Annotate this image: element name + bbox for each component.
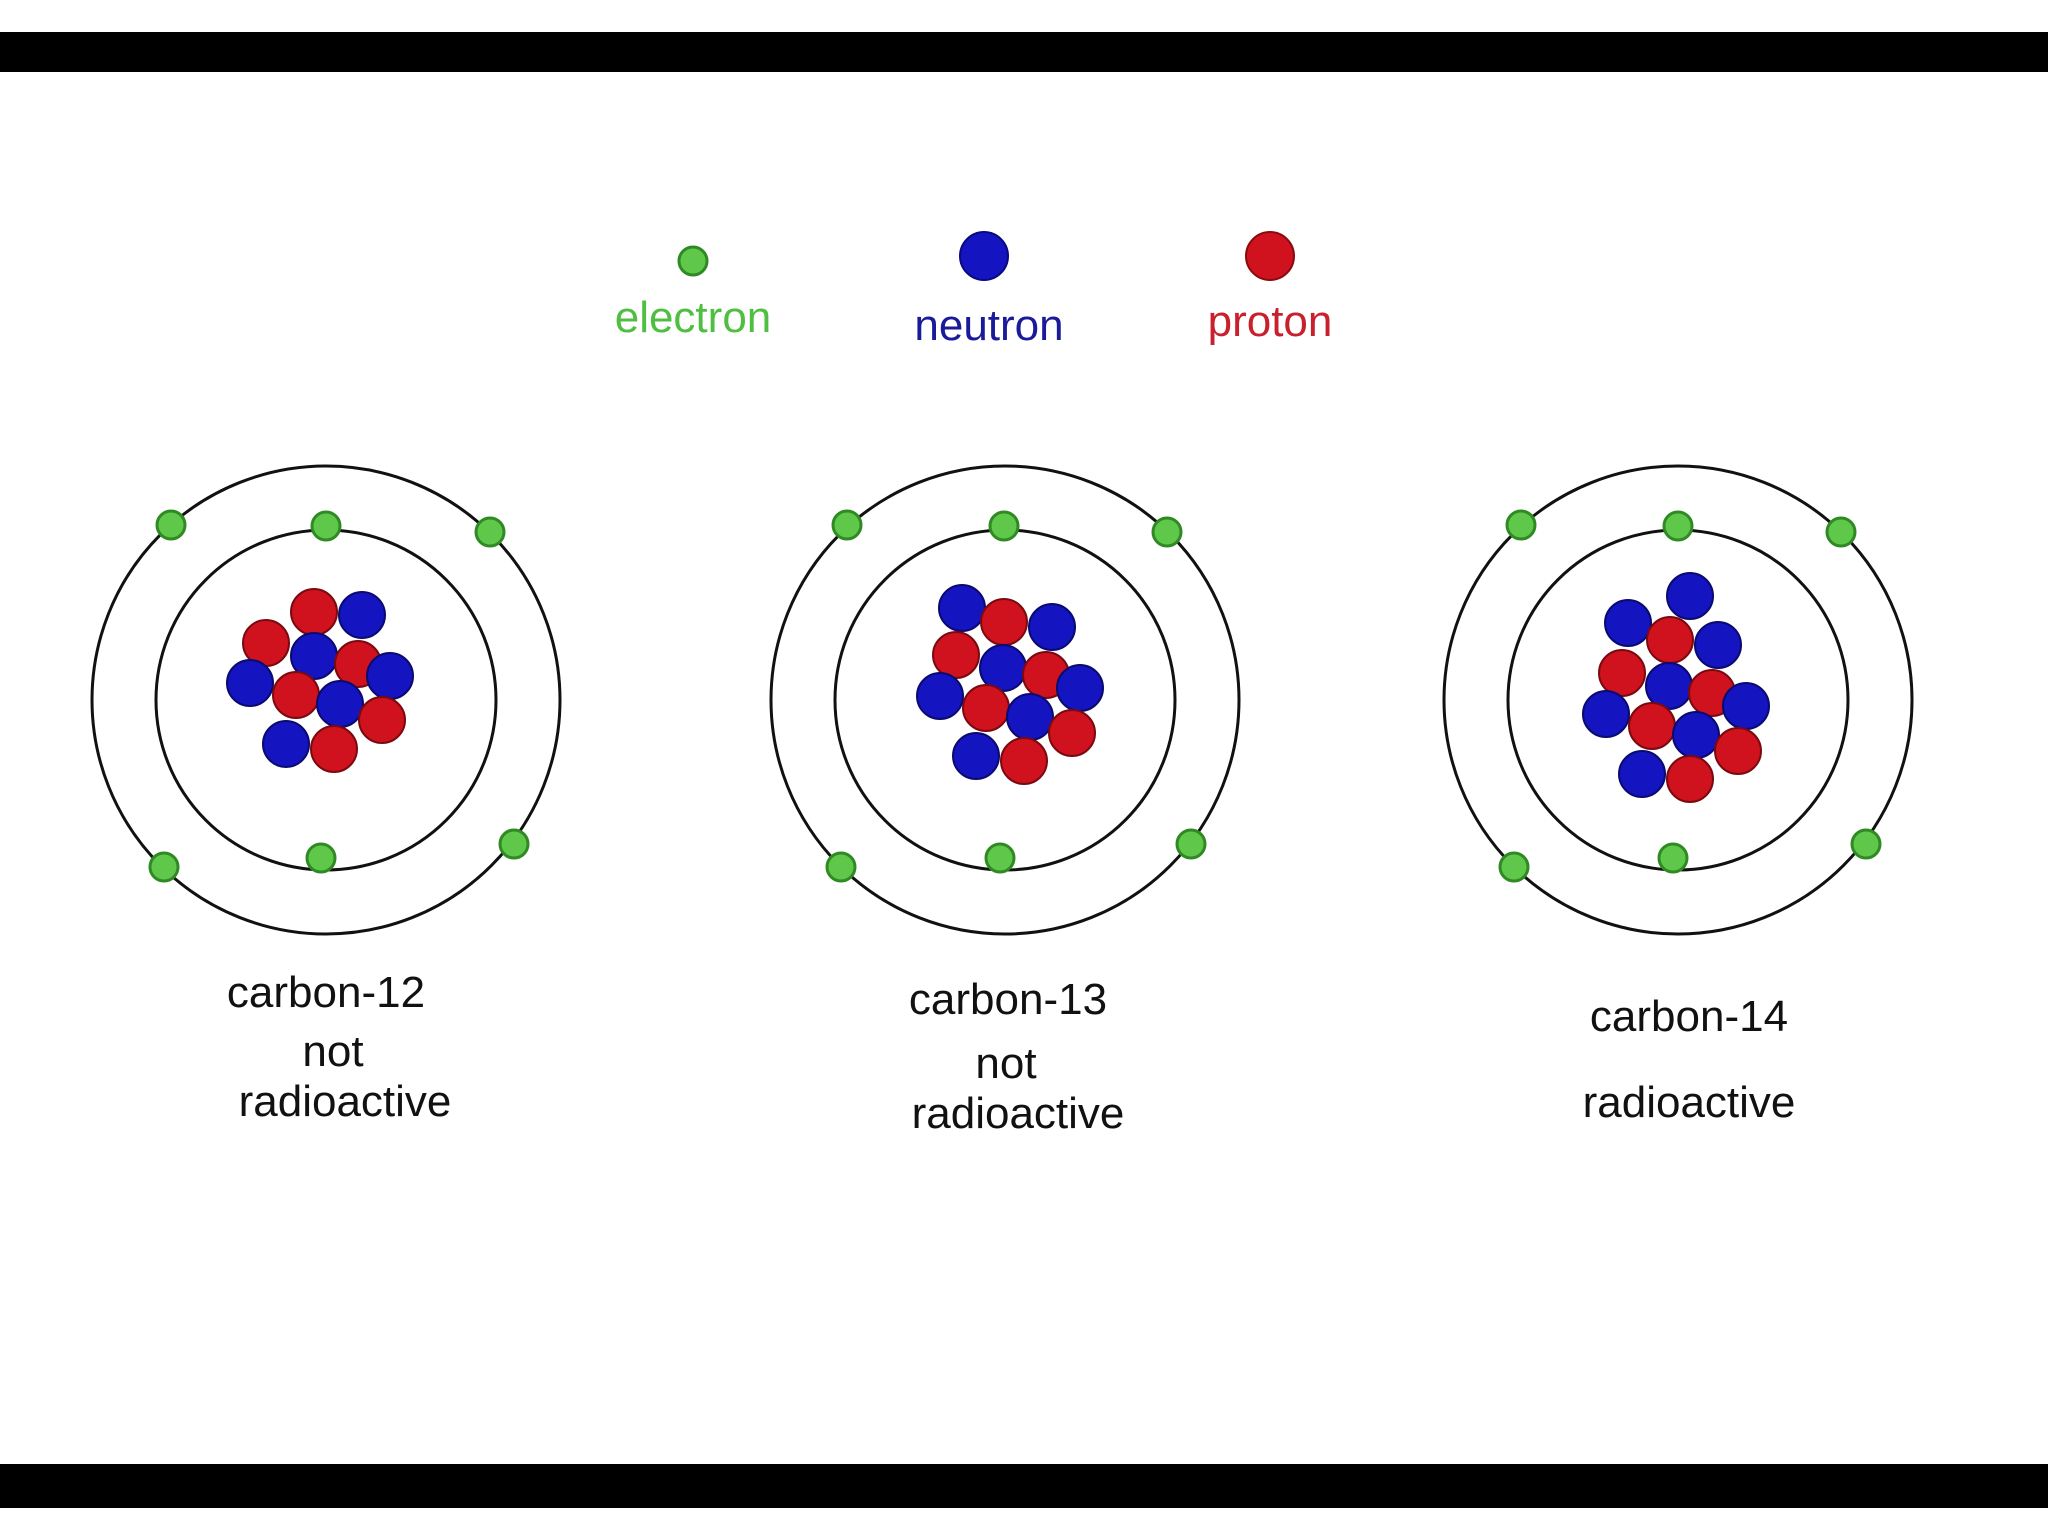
neutron	[953, 733, 999, 779]
proton	[933, 632, 979, 678]
nucleus	[1583, 573, 1769, 802]
proton-legend-icon	[1246, 232, 1294, 280]
neutron	[263, 721, 309, 767]
legend-neutron: neutron	[914, 232, 1063, 350]
neutron	[1673, 712, 1719, 758]
atom-status-line-2: radioactive	[912, 1089, 1125, 1138]
neutron	[317, 681, 363, 727]
electron	[990, 512, 1018, 540]
legend-proton-label: proton	[1208, 297, 1333, 346]
proton	[1629, 703, 1675, 749]
proton	[1599, 650, 1645, 696]
electron	[1153, 518, 1181, 546]
neutron	[1007, 694, 1053, 740]
proton	[1647, 617, 1693, 663]
diagram-canvas: electron neutron proton	[0, 72, 2048, 1464]
legend-neutron-label: neutron	[914, 301, 1063, 350]
proton	[1667, 756, 1713, 802]
electron	[312, 512, 340, 540]
electron	[1827, 518, 1855, 546]
atom-status-line-2: radioactive	[239, 1077, 452, 1126]
legend-electron-label: electron	[615, 293, 772, 342]
electron	[1500, 853, 1528, 881]
top-letterbox-edge	[0, 0, 2048, 32]
atom-name-label: carbon-14	[1590, 992, 1788, 1041]
neutron	[367, 653, 413, 699]
proton	[311, 726, 357, 772]
proton	[273, 672, 319, 718]
electron	[307, 844, 335, 872]
neutron-legend-icon	[960, 232, 1008, 280]
atom-carbon-13: carbon-13 not radioactive	[771, 466, 1239, 1138]
legend-proton: proton	[1208, 232, 1333, 346]
atom-carbon-12: carbon-12 not radioactive	[92, 466, 560, 1126]
electron	[1177, 830, 1205, 858]
electron	[157, 511, 185, 539]
electron	[1852, 830, 1880, 858]
electron	[833, 511, 861, 539]
neutron	[917, 673, 963, 719]
neutron	[1583, 691, 1629, 737]
neutron	[227, 660, 273, 706]
electron-legend-icon	[679, 247, 707, 275]
legend-electron: electron	[615, 247, 772, 342]
atom-name-label: carbon-12	[227, 968, 425, 1017]
carbon-isotopes-diagram: electron neutron proton	[0, 72, 2048, 1464]
neutron	[1605, 600, 1651, 646]
legend: electron neutron proton	[615, 232, 1333, 350]
atom-status-line-1: radioactive	[1583, 1078, 1796, 1127]
atom-carbon-14: carbon-14 radioactive	[1444, 466, 1912, 1127]
neutron	[1029, 604, 1075, 650]
neutron	[1723, 683, 1769, 729]
proton	[981, 599, 1027, 645]
atom-status-line-1: not	[302, 1027, 363, 1076]
proton	[359, 697, 405, 743]
electrons	[827, 511, 1205, 881]
proton	[1049, 710, 1095, 756]
neutron	[939, 585, 985, 631]
nucleus	[917, 585, 1103, 784]
nucleus	[227, 589, 413, 772]
neutron	[1667, 573, 1713, 619]
electron	[1507, 511, 1535, 539]
bottom-letterbox-edge	[0, 1508, 2048, 1536]
neutron	[1695, 622, 1741, 668]
electron	[827, 853, 855, 881]
electron	[150, 853, 178, 881]
electron	[476, 518, 504, 546]
electron	[1659, 844, 1687, 872]
proton	[291, 589, 337, 635]
neutron	[1057, 665, 1103, 711]
neutron	[1619, 751, 1665, 797]
electron	[1664, 512, 1692, 540]
atom-name-label: carbon-13	[909, 975, 1107, 1024]
neutron	[339, 592, 385, 638]
proton	[1001, 738, 1047, 784]
proton	[1715, 728, 1761, 774]
proton	[963, 685, 1009, 731]
electron	[986, 844, 1014, 872]
atom-status-line-1: not	[975, 1039, 1036, 1088]
electron	[500, 830, 528, 858]
